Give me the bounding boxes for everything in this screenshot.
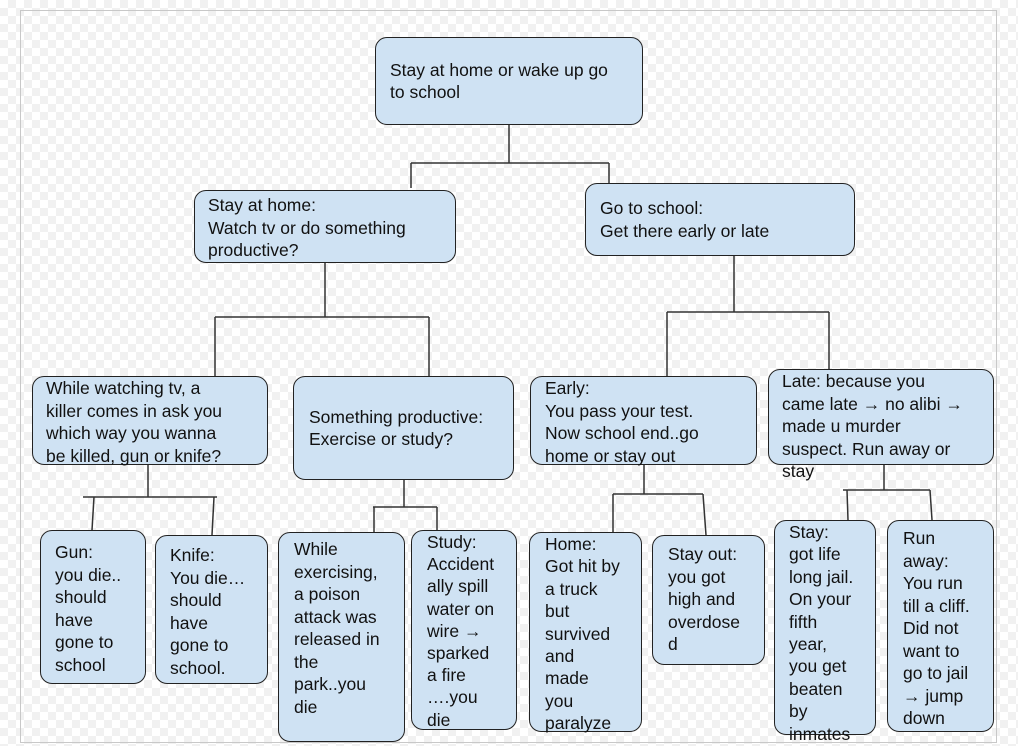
page-frame	[20, 10, 997, 743]
node-run-away: Run away: You run till a cliff. Did not …	[887, 520, 994, 732]
node-stay-home: Stay at home: Watch tv or do something p…	[194, 190, 456, 263]
connector-tv-left	[91, 496, 95, 531]
node-gun: Gun: you die.. should have gone to schoo…	[40, 530, 146, 684]
connector-early-right	[702, 493, 707, 536]
node-home: Home: Got hit by a truck but survived an…	[529, 532, 642, 733]
node-late: Late: because you came late → no alibi →…	[768, 369, 994, 481]
node-early: Early: You pass your test. Now school en…	[530, 376, 757, 466]
connector-tv-right	[211, 496, 215, 536]
node-knife: Knife: You die… should have gone to scho…	[155, 535, 268, 684]
node-exercising: While exercising, a poison attack was re…	[278, 532, 405, 742]
node-root: Stay at home or wake up go to school	[375, 37, 643, 125]
node-watching-tv: While watching tv, a killer comes in ask…	[32, 376, 268, 466]
connector-late-left	[846, 489, 849, 521]
connector-late-right	[929, 489, 933, 521]
node-stay: Stay: got life long jail. On your fifth …	[774, 520, 876, 744]
node-study: Study: Accident ally spill water on wire…	[411, 530, 517, 730]
node-productive: Something productive: Exercise or study?	[293, 376, 514, 480]
node-go-school: Go to school: Get there early or late	[585, 183, 855, 256]
node-stay-out: Stay out: you got high and overdose d	[652, 535, 765, 665]
